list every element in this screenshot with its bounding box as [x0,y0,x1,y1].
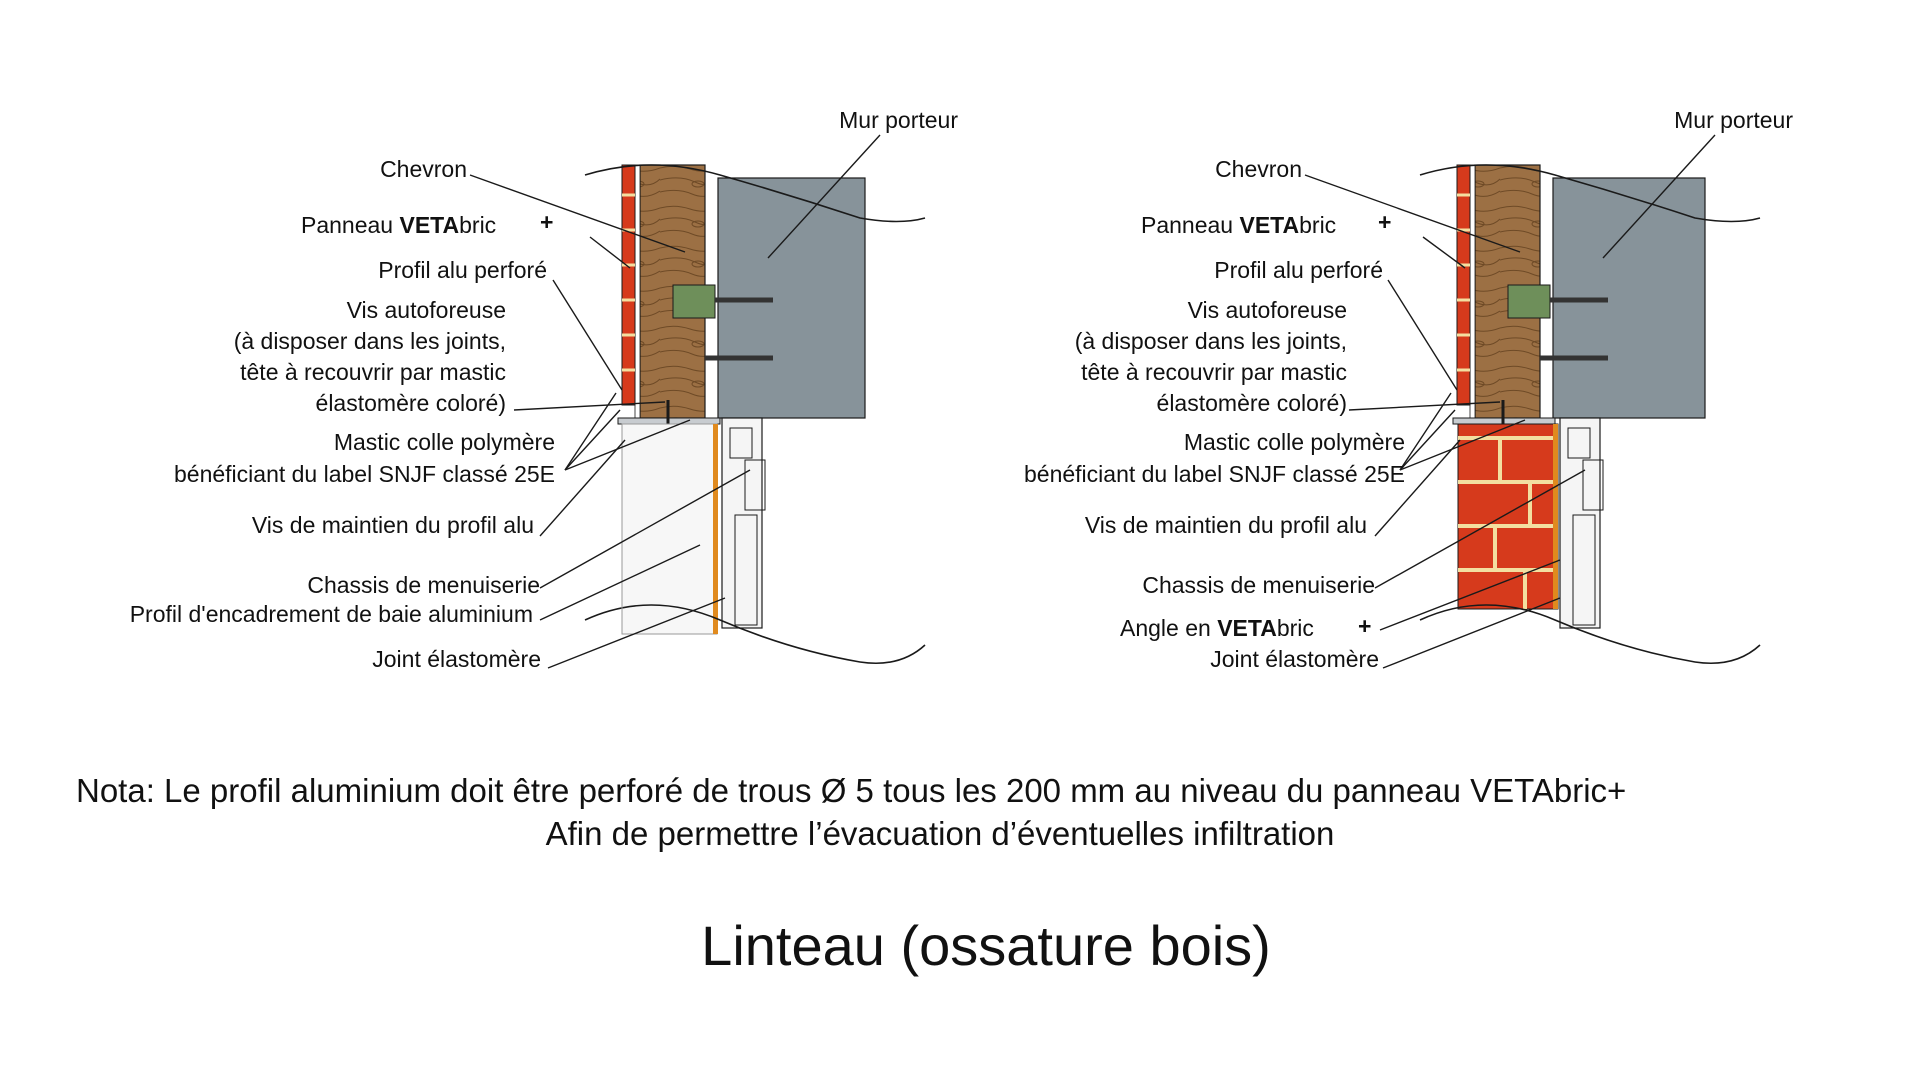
right-label-mastic-1: Mastic colle polymère [1184,429,1405,455]
left-bracket [672,284,716,319]
right-label-vis-autoforeuse-2: (à disposer dans les joints, [1075,328,1347,354]
right-bottom-break [1419,604,1761,665]
nota-line-2: Afin de permettre l’évacuation d’éventue… [546,815,1335,852]
left-label-profil-perfore: Profil alu perforé [378,257,547,283]
right-label-mur-porteur: Mur porteur [1674,107,1793,133]
right-label-vis-autoforeuse-1: Vis autoforeuse [1188,297,1347,323]
left-label-vis-autoforeuse-4: élastomère coloré) [316,390,506,416]
right-top-break [1419,164,1761,223]
right-label-angle-plus: + [1358,613,1371,639]
right-label-vis-autoforeuse-3: tête à recouvrir par mastic [1081,359,1347,385]
right-bracket [1507,284,1551,319]
left-label-panneau: Panneau VETAbric [301,212,496,238]
right-label-joint: Joint élastomère [1210,646,1379,672]
right-label-mastic-2: bénéficiant du label SNJF classé 25E [1024,461,1405,487]
right-label-vis-maintien: Vis de maintien du profil alu [1085,512,1367,538]
left-label-vis-autoforeuse-1: Vis autoforeuse [347,297,506,323]
right-label-vis-autoforeuse-4: élastomère coloré) [1157,390,1347,416]
nota-line-1: Nota: Le profil aluminium doit être perf… [76,772,1626,809]
left-label-mur-porteur: Mur porteur [839,107,958,133]
left-label-vis-maintien: Vis de maintien du profil alu [252,512,534,538]
left-window-frame [721,417,766,629]
right-window-frame [1559,417,1604,629]
left-diagram: Mur porteur Chevron Panneau VETAbric + P… [130,107,959,672]
left-label-vis-autoforeuse-3: tête à recouvrir par mastic [240,359,506,385]
page-title: Linteau (ossature bois) [701,914,1271,977]
left-label-vis-autoforeuse-2: (à disposer dans les joints, [234,328,506,354]
right-label-panneau: Panneau VETAbric [1141,212,1336,238]
left-label-panneau-plus: + [540,209,553,235]
right-brick-angle [1457,423,1559,610]
left-label-chevron: Chevron [380,156,467,182]
left-top-break [584,164,926,223]
left-label-chassis: Chassis de menuiserie [307,572,540,598]
left-seal [713,424,718,634]
left-label-mastic-1: Mastic colle polymère [334,429,555,455]
right-gap-strip [1469,164,1476,419]
right-label-angle: Angle en VETAbric [1120,615,1314,641]
left-baie-profile [621,423,718,635]
left-label-mastic-2: bénéficiant du label SNJF classé 25E [174,461,555,487]
right-diagram: Mur porteur Chevron Panneau VETAbric + P… [1024,107,1793,672]
left-label-joint: Joint élastomère [372,646,541,672]
left-label-profil-encadrement: Profil d'encadrement de baie aluminium [130,601,533,627]
right-brick-panel [1456,164,1471,406]
left-bottom-break [584,604,926,665]
left-brick-panel [621,164,636,406]
left-gap-strip [634,164,641,419]
right-leaders [1304,134,1716,669]
right-label-panneau-plus: + [1378,209,1391,235]
left-leaders [469,134,881,669]
right-label-chevron: Chevron [1215,156,1302,182]
right-label-chassis: Chassis de menuiserie [1142,572,1375,598]
right-label-profil-perfore: Profil alu perforé [1214,257,1383,283]
